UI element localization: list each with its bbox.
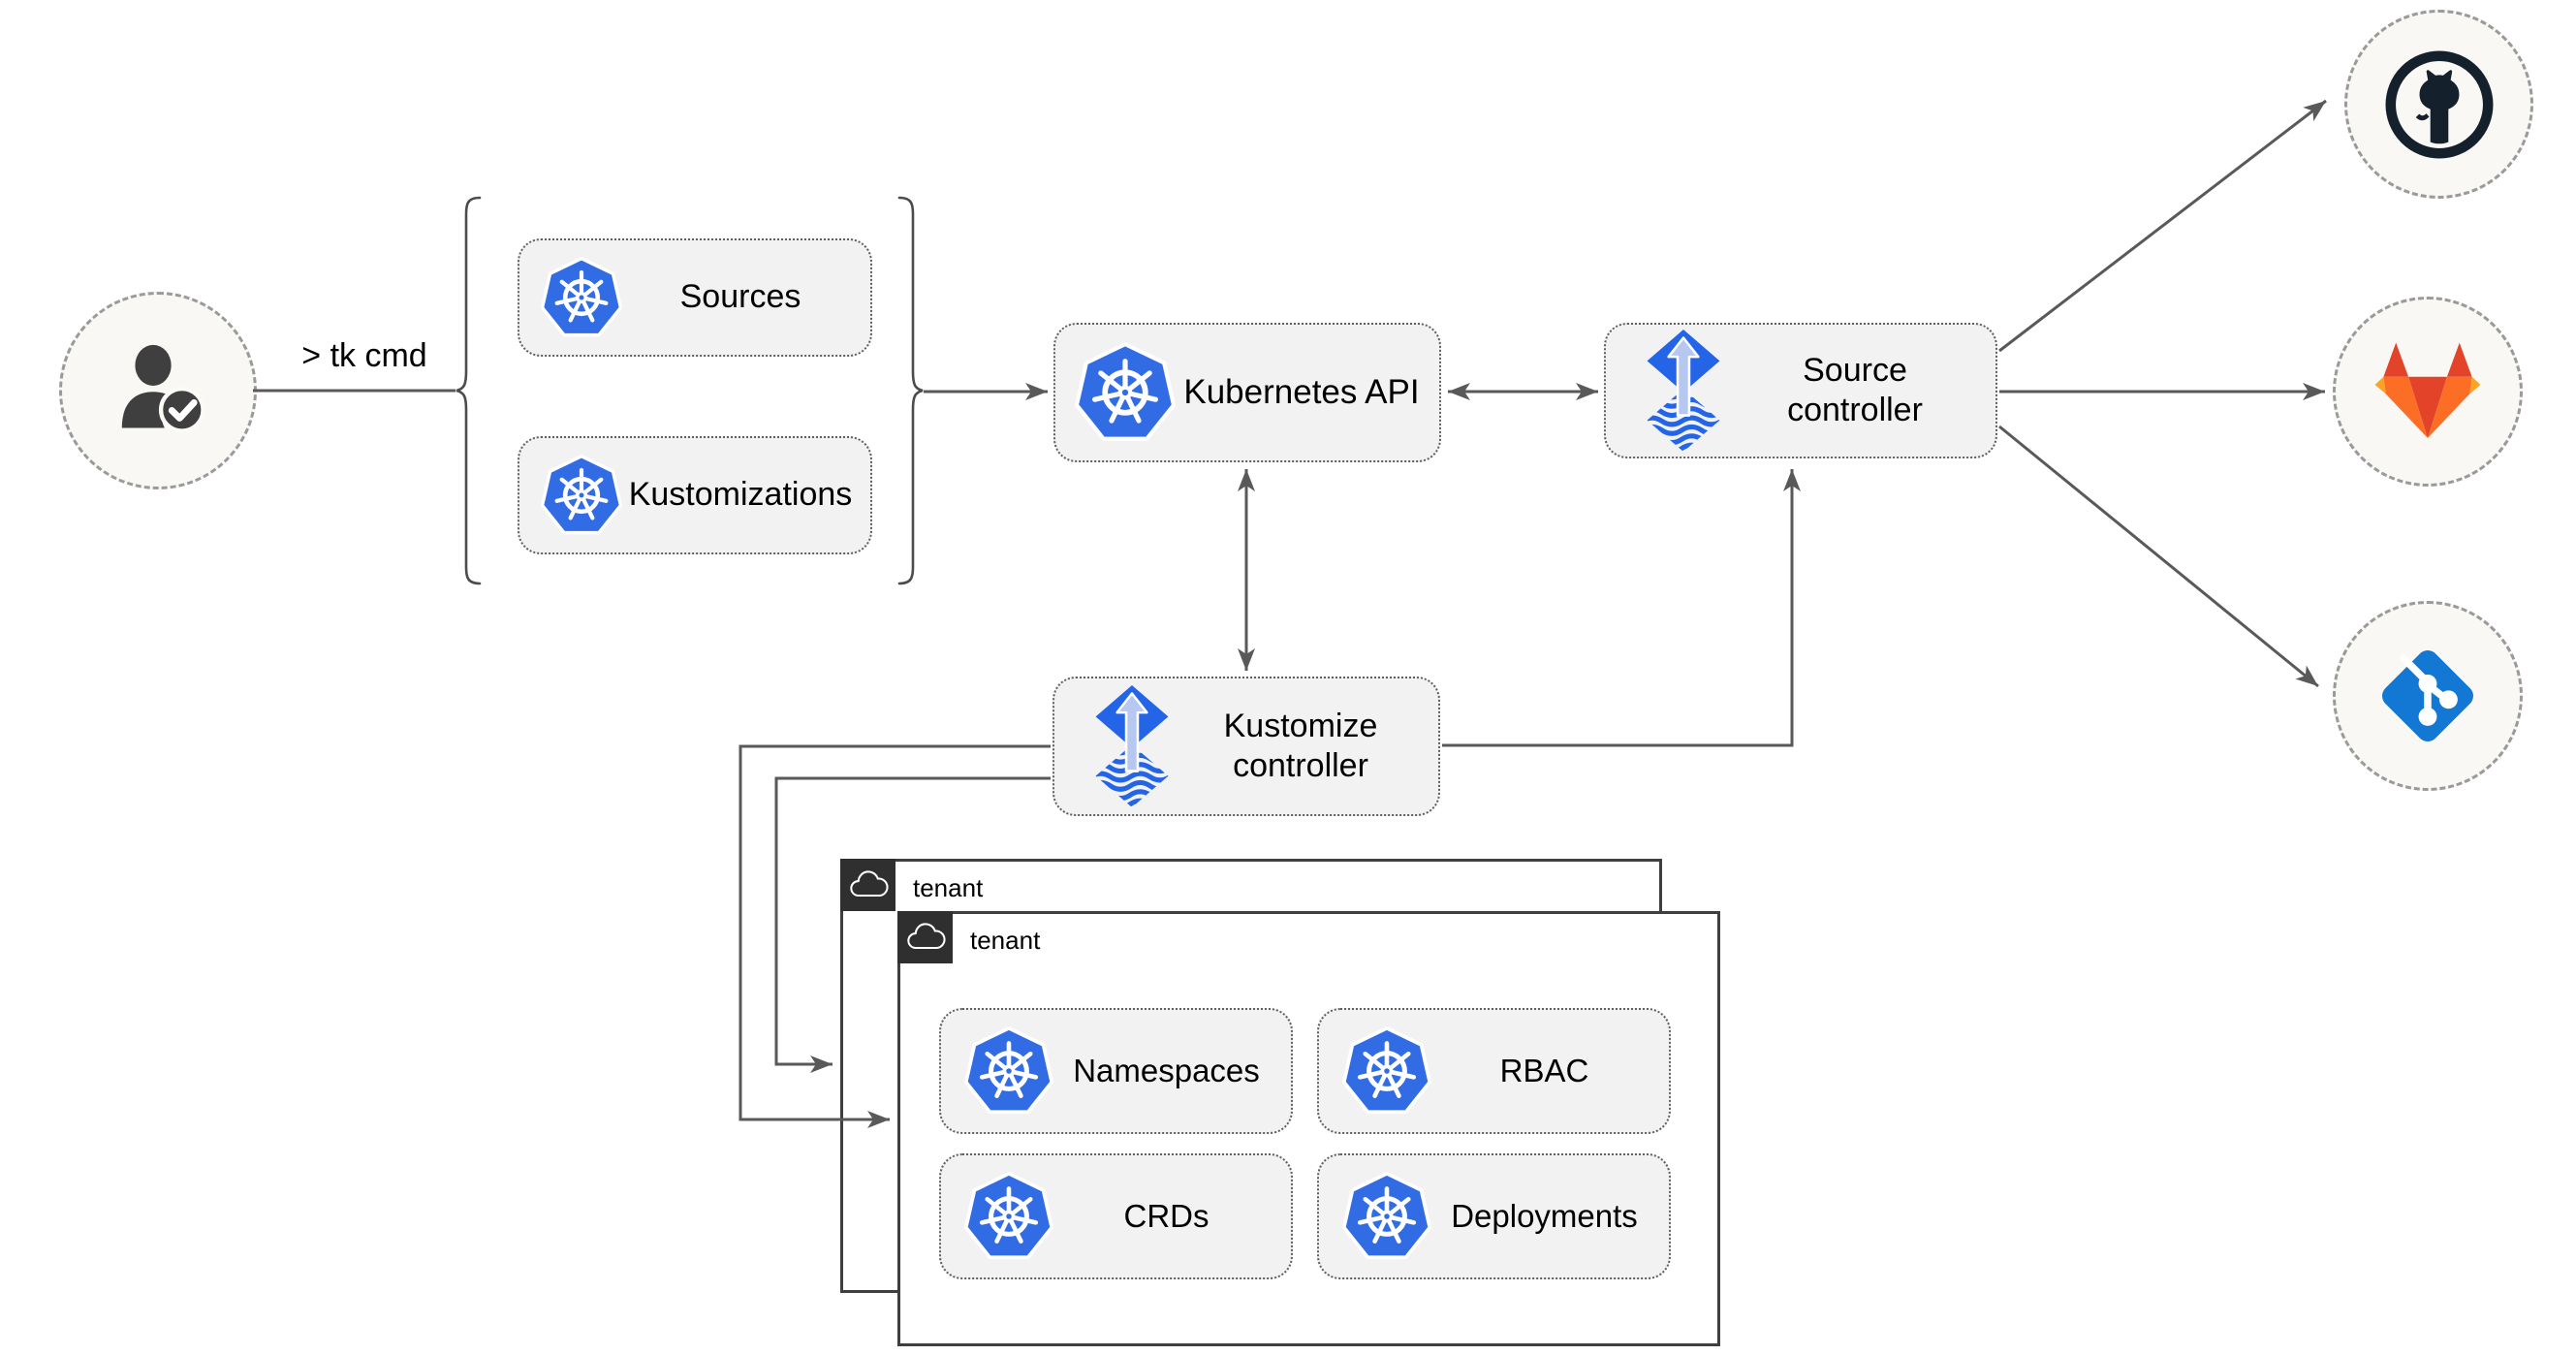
kubernetes-icon bbox=[1342, 1172, 1431, 1261]
tenant-tab bbox=[897, 911, 953, 963]
right-brace bbox=[897, 196, 924, 585]
kubernetes-api-box: Kubernetes API bbox=[1053, 323, 1441, 462]
flux-icon bbox=[1089, 685, 1175, 807]
source-controller-box: Source controller bbox=[1604, 323, 1997, 458]
sources-box: Sources bbox=[518, 238, 872, 357]
kubernetes-icon bbox=[1075, 342, 1176, 443]
namespaces-label: Namespaces bbox=[1073, 1052, 1260, 1088]
source-controller-label: Source controller bbox=[1787, 351, 1923, 428]
tenant-inner-box: tenant Namespaces RBAC CRDs Deployments bbox=[897, 911, 1720, 1346]
rbac-label: RBAC bbox=[1499, 1052, 1589, 1088]
cloud-icon bbox=[847, 868, 890, 901]
kustomizations-box: Kustomizations bbox=[518, 436, 872, 554]
flux-icon bbox=[1641, 330, 1726, 452]
namespaces-box: Namespaces bbox=[939, 1008, 1293, 1134]
kubernetes-icon bbox=[541, 257, 622, 338]
git-node bbox=[2333, 601, 2523, 791]
git-icon bbox=[2367, 635, 2489, 757]
kustomize-controller-box: Kustomize controller bbox=[1052, 677, 1440, 816]
kubernetes-icon bbox=[964, 1172, 1053, 1261]
deployments-label: Deployments bbox=[1451, 1197, 1638, 1234]
github-icon bbox=[2379, 45, 2499, 165]
tenant-tab bbox=[840, 859, 895, 911]
left-brace bbox=[456, 196, 482, 585]
gitlab-node bbox=[2333, 297, 2523, 487]
tenant-label: tenant bbox=[970, 926, 1041, 955]
rbac-box: RBAC bbox=[1317, 1008, 1671, 1134]
github-node bbox=[2344, 10, 2533, 199]
deployments-box: Deployments bbox=[1317, 1153, 1671, 1279]
kustomize-controller-label: Kustomize controller bbox=[1223, 707, 1378, 784]
kubernetes-api-label: Kubernetes API bbox=[1183, 372, 1420, 411]
edge-source-to-github bbox=[1998, 99, 2327, 353]
kubernetes-icon bbox=[964, 1026, 1053, 1116]
kustomizations-label: Kustomizations bbox=[628, 476, 853, 514]
tenant-label: tenant bbox=[913, 873, 984, 902]
cloud-icon bbox=[904, 921, 947, 954]
edge-kustomize-to-source-controller bbox=[1442, 469, 1801, 747]
kubernetes-icon bbox=[541, 455, 622, 536]
edge-source-to-git bbox=[1998, 425, 2319, 688]
user-check-icon bbox=[98, 331, 218, 451]
gitlab-icon bbox=[2371, 338, 2485, 445]
user-node bbox=[59, 292, 257, 489]
tk-cmd-label: > tk cmd bbox=[301, 337, 427, 374]
crds-box: CRDs bbox=[939, 1153, 1293, 1279]
kubernetes-icon bbox=[1342, 1026, 1431, 1116]
sources-label: Sources bbox=[679, 278, 801, 316]
crds-label: CRDs bbox=[1123, 1197, 1209, 1234]
